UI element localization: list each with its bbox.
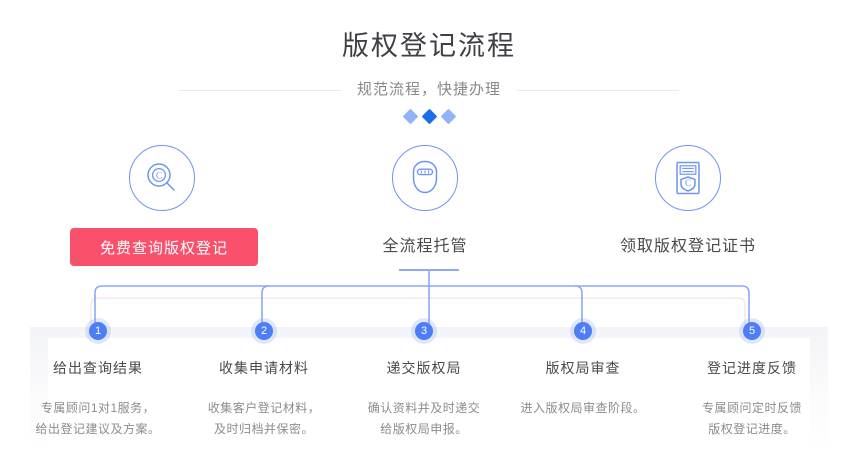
subtitle-row: 规范流程，快捷办理 xyxy=(0,76,858,104)
diamond-icon-1 xyxy=(402,108,418,124)
diamond-icon-2 xyxy=(421,108,437,124)
step-node-1: 1 xyxy=(89,322,107,340)
step-column-1: 给出查询结果 专属顾问1对1服务， 给出登记建议及方案。 xyxy=(3,358,193,440)
diamond-decoration xyxy=(0,106,858,126)
step-column-2: 收集申请材料 收集客户登记材料， 及时归档并保密。 xyxy=(169,358,359,440)
step-description: 专属顾问1对1服务， 给出登记建议及方案。 xyxy=(35,401,161,436)
svg-text:C: C xyxy=(156,171,162,181)
step-title: 版权局审查 xyxy=(545,360,621,376)
step-title: 递交版权局 xyxy=(386,360,462,376)
step-title: 给出查询结果 xyxy=(53,360,143,376)
free-copyright-query-button[interactable]: 免费查询版权登记 xyxy=(70,228,258,266)
stage-label-full-process-custody: 全流程托管 xyxy=(382,238,468,255)
step-column-4: 版权局审查 进入版权局审查阶段。 xyxy=(488,358,678,419)
stage-label-receive-certificate: 领取版权登记证书 xyxy=(619,238,756,255)
diamond-icon-3 xyxy=(440,108,456,124)
step-title: 登记进度反馈 xyxy=(707,360,797,376)
step-title: 收集申请材料 xyxy=(219,360,309,376)
step-node-5: 5 xyxy=(743,322,761,340)
step-description: 专属顾问定时反馈 版权登记进度。 xyxy=(701,401,802,436)
step-description: 收集客户登记材料， 及时归档并保密。 xyxy=(207,401,321,436)
step-description: 进入版权局审查阶段。 xyxy=(520,401,646,415)
step-node-3: 3 xyxy=(415,322,433,340)
page-title: 版权登记流程 xyxy=(342,31,516,61)
step-column-5: 登记进度反馈 专属顾问定时反馈 版权登记进度。 xyxy=(657,358,847,440)
step-column-3: 递交版权局 确认资料并及时递交 给版权局申报。 xyxy=(329,358,519,440)
subtitle-rule-right xyxy=(517,89,679,91)
step-description: 确认资料并及时递交 给版权局申报。 xyxy=(367,401,481,436)
basket-custody-icon xyxy=(392,145,458,211)
connector-bracket xyxy=(0,262,858,338)
step-node-2: 2 xyxy=(255,322,273,340)
step-node-4: 4 xyxy=(574,322,592,340)
certificate-icon: C xyxy=(655,145,721,211)
subtitle-rule-left xyxy=(178,89,341,91)
bottom-panel-inner-background xyxy=(48,338,810,452)
page-subtitle: 规范流程，快捷办理 xyxy=(356,81,501,98)
copyright-search-icon: C xyxy=(129,145,195,211)
svg-text:C: C xyxy=(685,178,691,188)
